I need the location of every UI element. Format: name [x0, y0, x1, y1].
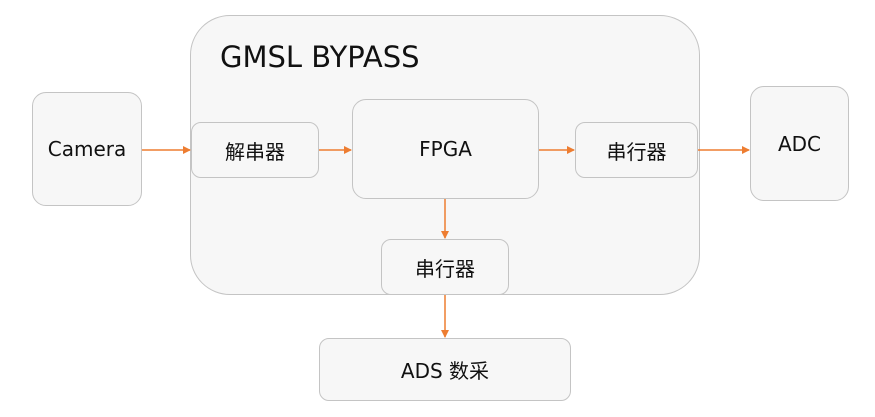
camera-node[interactable]: Camera [32, 92, 142, 206]
ads-label: ADS 数采 [400, 359, 490, 383]
adc-node[interactable]: ADC [750, 86, 849, 201]
fpga-label: FPGA [419, 137, 472, 161]
fpga-node[interactable]: FPGA [352, 99, 539, 199]
deserializer-node[interactable]: 解串器 [191, 122, 319, 178]
container-title: GMSL BYPASS [220, 40, 420, 74]
camera-label: Camera [47, 137, 127, 161]
adc-label: ADC [777, 131, 822, 156]
serializer-right-node[interactable]: 串行器 [575, 122, 698, 178]
deserializer-label: 解串器 [225, 139, 285, 164]
serializer-bottom-node[interactable]: 串行器 [381, 239, 509, 295]
ads-node[interactable]: ADS 数采 [319, 338, 571, 401]
serializer-right-label: 串行器 [606, 139, 667, 164]
serializer-bottom-label: 串行器 [415, 256, 475, 281]
